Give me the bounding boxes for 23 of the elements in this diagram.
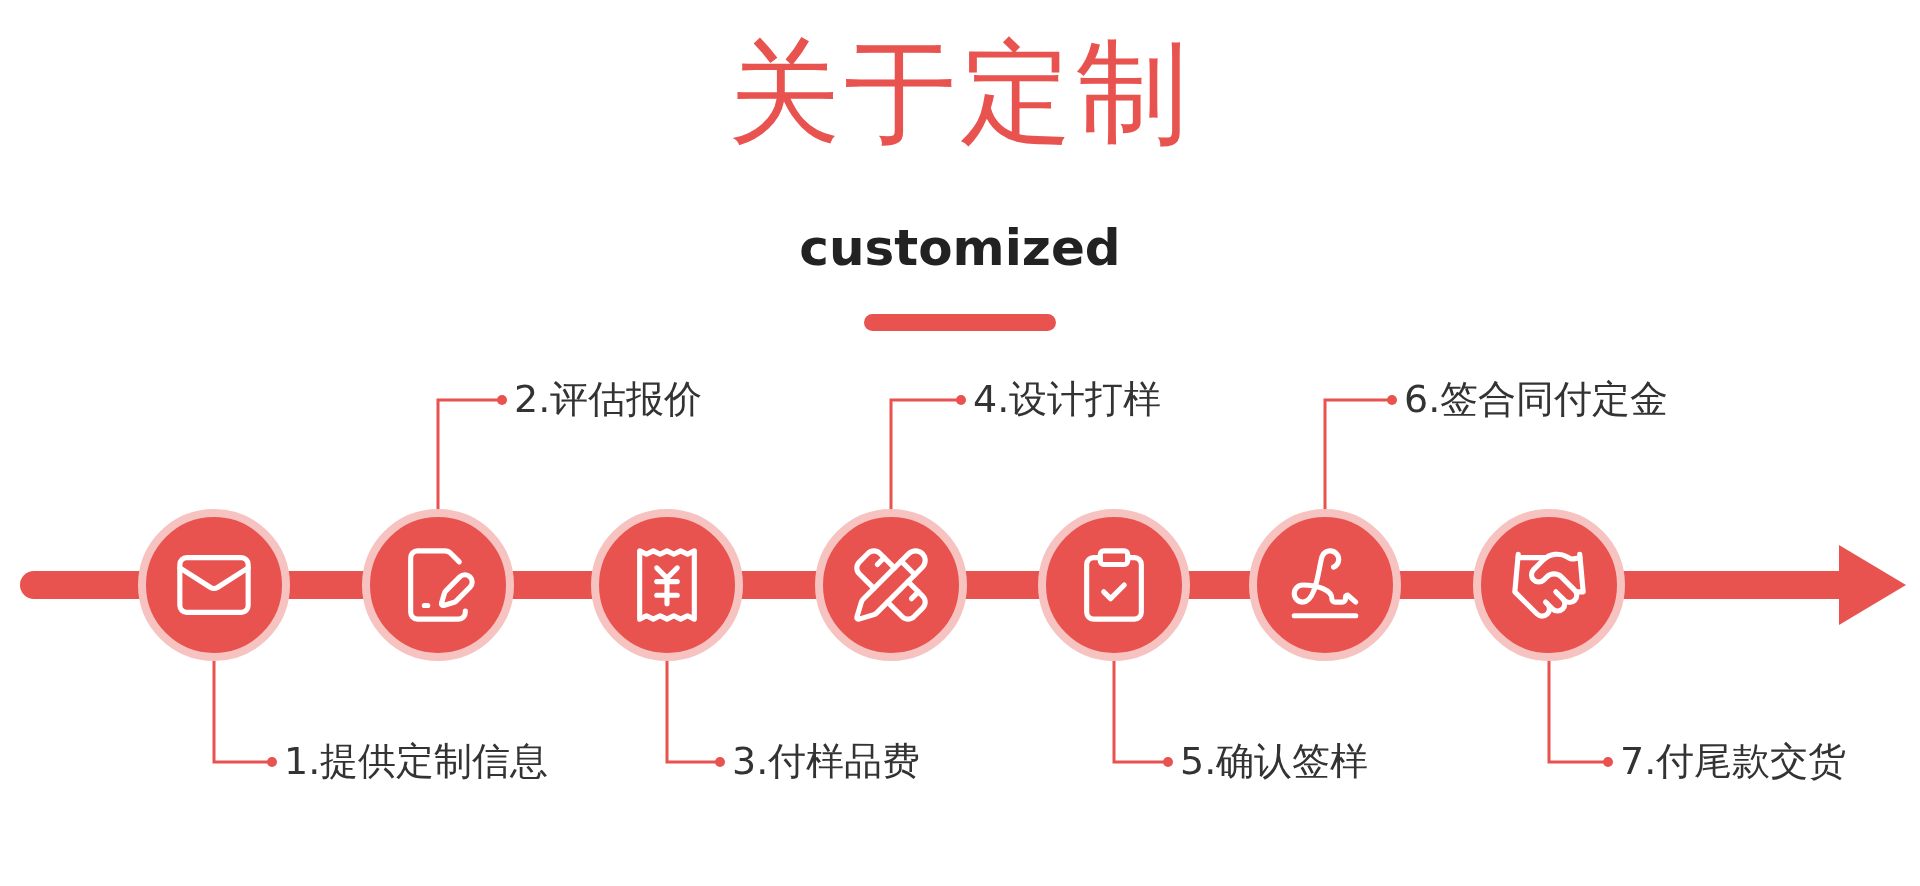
timeline-bar <box>288 571 364 599</box>
step-label: 2.评估报价 <box>514 377 703 423</box>
leader-line <box>889 395 966 509</box>
step-label: 4.设计打样 <box>973 377 1162 423</box>
step-label: 7.付尾款交货 <box>1620 739 1847 785</box>
title: 关于定制 <box>728 28 1192 157</box>
timeline-bar <box>512 571 593 599</box>
timeline-bar <box>741 571 817 599</box>
step-label: 1.提供定制信息 <box>284 739 549 785</box>
subtitle: customized <box>799 218 1121 331</box>
leader-line <box>1323 395 1397 509</box>
step-label: 3.付样品费 <box>732 739 921 785</box>
step-label: 6.签合同付定金 <box>1404 377 1669 423</box>
timeline-bar <box>965 571 1040 599</box>
leader-line <box>212 661 277 767</box>
step-label: 5.确认签样 <box>1180 739 1369 785</box>
leader-line <box>436 395 507 509</box>
leader-line <box>1547 661 1613 767</box>
leader-line <box>665 661 725 767</box>
timeline-bar <box>1188 571 1251 599</box>
timeline-arrow <box>1623 545 1906 625</box>
timeline-bar <box>1399 571 1475 599</box>
leader-line <box>1112 661 1173 767</box>
